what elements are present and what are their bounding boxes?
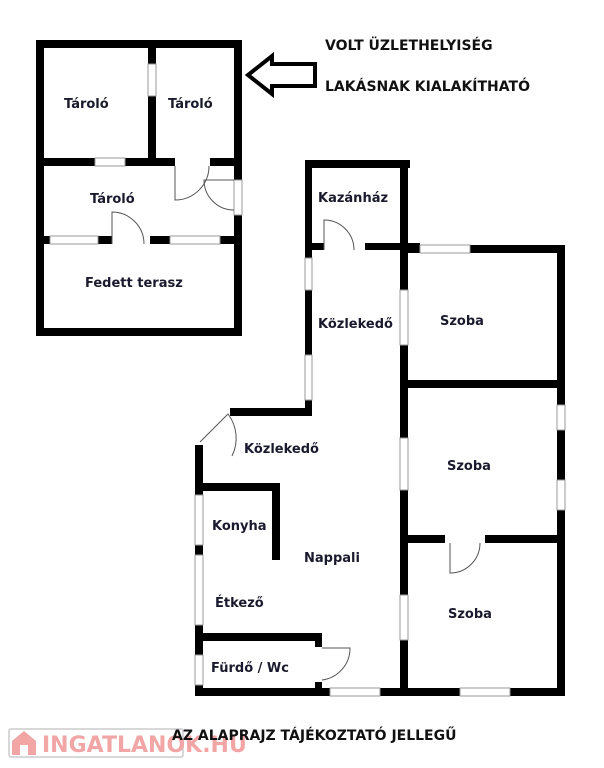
room-label-storage-3: Tároló	[90, 192, 135, 207]
doors	[111, 165, 481, 681]
room-label-boiler: Kazánház	[318, 191, 388, 206]
room-label-storage-2: Tároló	[168, 97, 213, 112]
room-label-kitchen: Konyha	[212, 519, 267, 534]
room-label-bath: Fürdő / Wc	[211, 661, 289, 676]
watermark-text: INGATLANOK.HU	[42, 733, 247, 758]
header-line-1: VOLT ÜZLETHELYISÉG	[325, 36, 493, 54]
windows	[49, 63, 566, 697]
room-label-room-1: Szoba	[440, 314, 484, 329]
header-line-2: LAKÁSNAK KIALAKÍTHATÓ	[325, 77, 530, 95]
room-label-room-3: Szoba	[448, 607, 492, 622]
footer-note: AZ ALAPRAJZ TÁJÉKOZTATÓ JELLEGŰ	[172, 726, 456, 744]
room-label-hall-lower: Közlekedő	[244, 442, 319, 457]
direction-arrow-icon	[244, 51, 317, 99]
watermark-logo	[8, 728, 184, 758]
room-label-storage-1: Tároló	[64, 97, 109, 112]
room-label-covered-terrace: Fedett terasz	[85, 276, 183, 291]
walls	[36, 40, 565, 696]
room-label-dining: Étkező	[215, 595, 264, 611]
room-label-room-2: Szoba	[447, 459, 491, 474]
room-label-living: Nappali	[304, 551, 360, 566]
room-label-hall-upper: Közlekedő	[318, 317, 393, 332]
